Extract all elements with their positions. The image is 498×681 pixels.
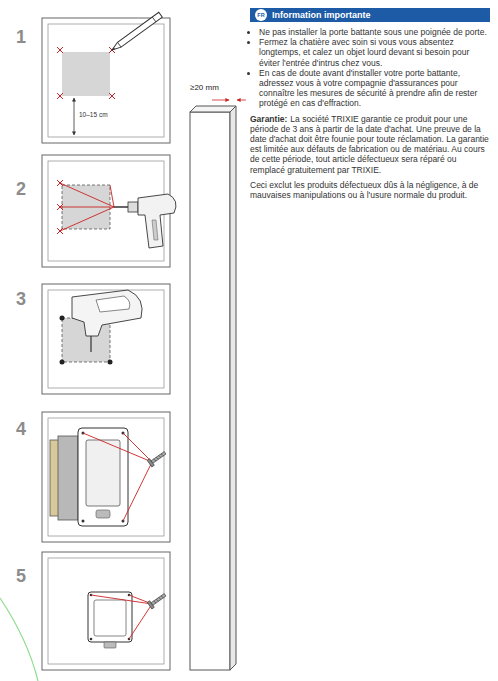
thickness-arrow-part [212,100,229,101]
screw-lines-part [91,595,152,604]
step1-window [42,18,170,143]
bullet-text: Ne pas installer la porte battante sous … [259,27,490,37]
language-badge: FR [255,9,267,21]
step-number: 1 [16,28,26,48]
drill-part [128,202,138,212]
red-cross-marks-part [109,47,115,53]
thickness-arrow-part [237,100,246,101]
step-number: 3 [16,290,26,310]
bullet-text: En cas de doute avant d'installer votre … [259,68,490,109]
page-curve [0,598,38,681]
pencil-part [152,17,156,22]
step5-window [42,552,170,670]
drill-lines-part [110,185,114,207]
drill-holes-part [60,316,65,321]
marked-square [62,52,110,96]
step5-window-part [48,558,164,664]
flap-parts [50,428,128,526]
pencil-part [110,12,162,52]
jigsaw-part [90,336,91,352]
red-cross-marks-part [57,47,63,53]
red-cross-marks [57,47,115,99]
drill-part [138,194,176,248]
info-text: Ne pas installer la porte battante sous … [250,27,490,200]
flap-parts-part [96,510,110,518]
step5-window-part [42,552,170,670]
dimension-label: 10–15 cm [78,111,109,118]
installed-flap-part [104,642,116,648]
step1-window-part [42,18,170,143]
door-profile [190,106,236,670]
thickness-arrow [212,100,246,101]
flap-parts-part [82,520,85,523]
jigsaw [72,290,142,352]
heading-band: Information importante FR [250,8,490,22]
drill-lines [60,183,114,231]
screw-lines-part [123,433,152,462]
screw-lines-part [129,604,152,639]
drill-lines-part [60,207,114,231]
screw [147,450,167,467]
screw-part [151,452,166,464]
step1-window-part [48,24,164,137]
red-cross-marks-part [109,93,115,99]
installed-flap-part [88,592,132,642]
door-profile-part [190,112,230,670]
warranty-heading: Garantie: [250,114,287,124]
screw-lines [91,595,152,639]
bullet-list: Ne pas installer la porte battante sous … [250,27,490,109]
step4-window-part [48,418,164,536]
flap-parts-part [86,440,120,506]
dimension-arrow [74,98,75,135]
step-number: 5 [16,567,26,587]
drill-part [152,220,158,240]
installed-flap-part [90,638,93,641]
warranty-paragraph: Ceci exclut les produits défectueux dûs … [250,180,490,200]
screw [147,592,167,609]
drill-holes-part [108,360,113,365]
pencil-part [118,42,122,47]
pencil-part [111,47,115,50]
pencil [110,12,162,52]
dimension-label: ≥20 mm [189,84,220,93]
installed-flap-part [94,600,126,636]
page-curve-part [0,598,38,681]
screw-lines-part [83,433,152,462]
screw-part [154,595,164,603]
heading-text: Information importante [272,10,371,20]
drill-lines-part [60,207,114,208]
bullet-text: Fermez la chatière avec soin si vous vou… [259,37,490,68]
step-number: 4 [16,420,26,440]
drill-holes-part [60,360,65,365]
drill [114,194,176,248]
warranty-paragraph: Garantie:La société TRIXIE garantie ce p… [250,114,490,175]
language-code: FR [257,12,264,18]
step3-window-part [48,290,164,388]
screw-lines-part [123,462,152,521]
screw-lines [83,433,152,521]
flap-parts-part [78,428,128,526]
screw-part [154,453,164,461]
step4-window-part [42,412,170,542]
door-profile-part [230,106,236,670]
jigsaw-part [72,290,142,336]
warranty-text: Ceci exclut les produits défectueux dûs … [250,180,478,200]
step-number: 2 [16,180,26,200]
step3-window-part [42,284,170,394]
drill-lines-part [60,183,114,207]
step3-window [42,284,170,394]
step4-window [42,412,170,542]
marked-square-part [62,52,110,96]
jigsaw-part [96,296,130,312]
flap-parts-part [58,436,78,520]
red-cross-marks-part [57,93,63,99]
door-profile-part [190,106,236,112]
dimension-arrow-part [74,98,75,135]
drill-part [114,206,128,208]
screw-part [151,594,166,606]
